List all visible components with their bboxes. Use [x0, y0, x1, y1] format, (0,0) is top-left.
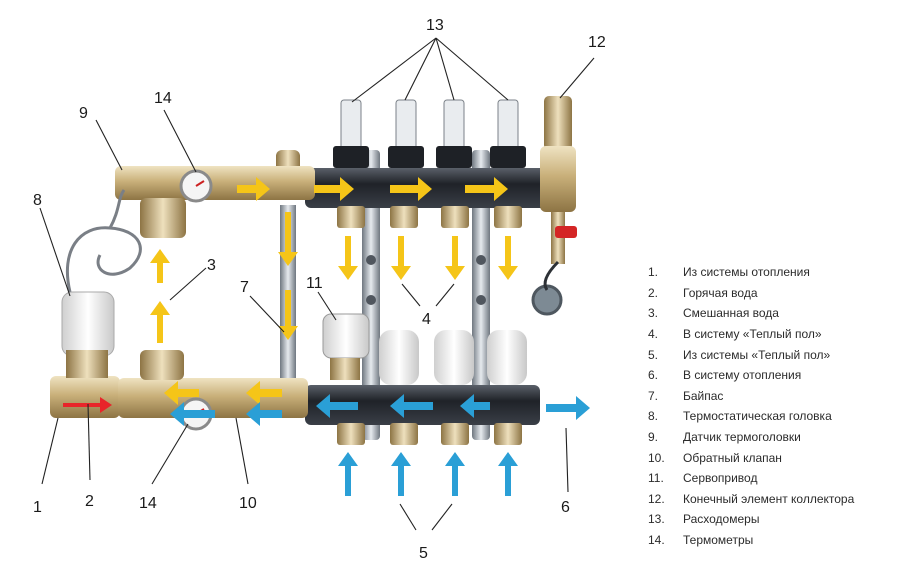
callout-14-top: 14 — [154, 90, 172, 107]
legend-item: 14.Термометры — [648, 533, 754, 548]
callouts: 1 2 3 4 5 6 7 8 9 10 11 12 13 14 14 — [33, 17, 606, 562]
mounting-brackets — [362, 150, 490, 440]
legend-list: 1.Из системы отопления 2.Горячая вода 3.… — [648, 262, 903, 550]
callout-7: 7 — [240, 279, 249, 296]
thermostatic-head — [61, 189, 142, 378]
callout-9: 9 — [79, 105, 88, 122]
callout-11: 11 — [306, 275, 323, 292]
manifold-end-element — [531, 96, 577, 316]
legend-item: 12.Конечный элемент коллектора — [648, 491, 855, 506]
legend-item: 10.Обратный клапан — [648, 450, 782, 465]
legend-item: 9.Датчик термоголовки — [648, 430, 801, 445]
legend-item: 13.Расходомеры — [648, 512, 760, 527]
callout-6: 6 — [561, 499, 570, 516]
legend-item: 7.Байпас — [648, 388, 724, 403]
supply-manifold — [305, 99, 550, 228]
callout-10: 10 — [239, 495, 257, 512]
callout-13: 13 — [426, 17, 444, 34]
legend-item: 5.Из системы «Теплый пол» — [648, 347, 831, 362]
flow-meters — [333, 99, 526, 168]
callout-12: 12 — [588, 34, 606, 51]
callout-4: 4 — [422, 311, 431, 328]
callout-3: 3 — [207, 257, 216, 274]
servo-drive — [322, 313, 370, 380]
legend-item: 11.Сервопривод — [648, 471, 758, 486]
legend-item: 3.Смешанная вода — [648, 306, 779, 321]
leader-lines — [39, 37, 595, 531]
callout-2: 2 — [85, 493, 94, 510]
callout-14-bottom: 14 — [139, 495, 157, 512]
legend-item: 4.В систему «Теплый пол» — [648, 327, 822, 342]
callout-5: 5 — [419, 545, 428, 562]
return-water-arrows — [170, 394, 590, 496]
callout-8: 8 — [33, 192, 42, 209]
legend-item: 2.Горячая вода — [648, 285, 758, 300]
mixed-water-arrows — [150, 177, 518, 405]
legend-item: 6.В систему отопления — [648, 368, 802, 383]
legend-item: 1.Из системы отопления — [648, 265, 810, 280]
legend-item: 8.Термостатическая головка — [648, 409, 832, 424]
callout-1: 1 — [33, 499, 42, 516]
